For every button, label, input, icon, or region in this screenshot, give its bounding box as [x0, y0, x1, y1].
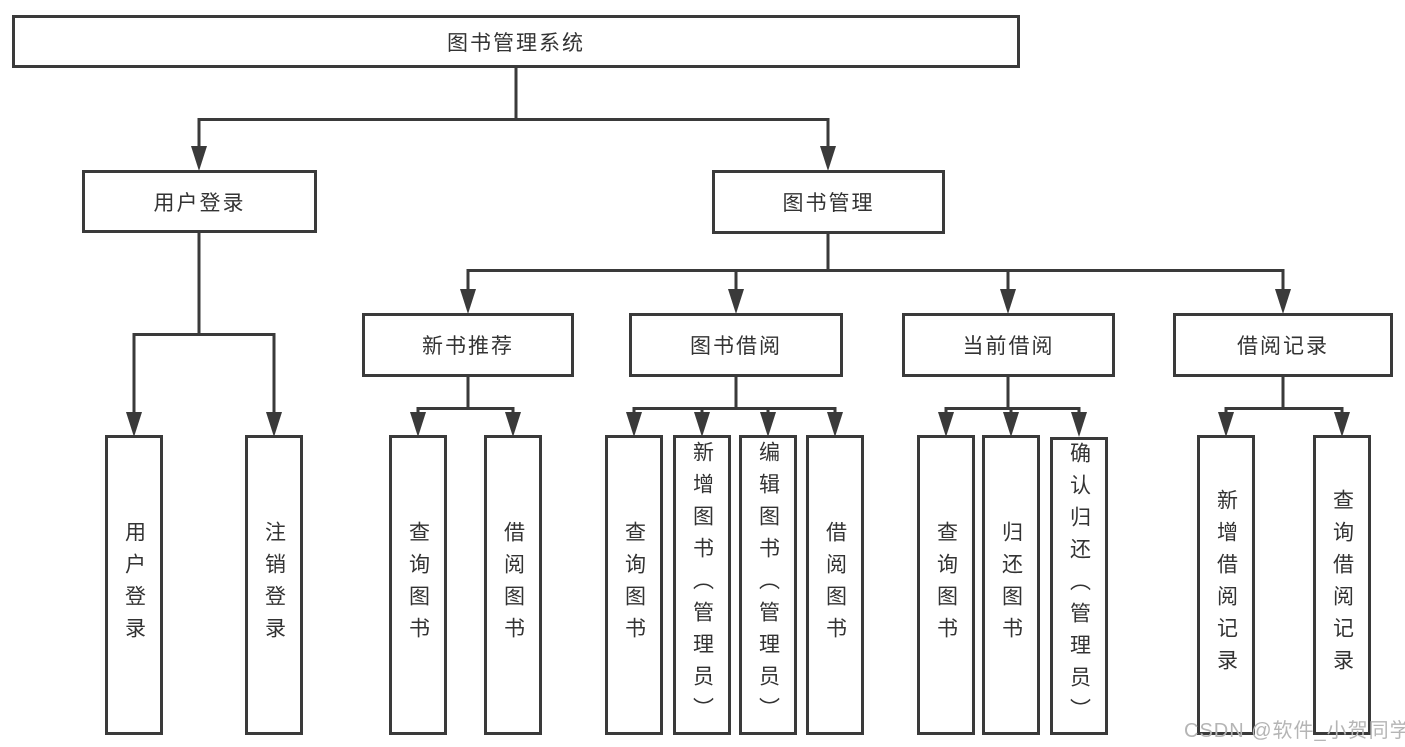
csdn-watermark: CSDN @软件_小贺同学 — [1184, 720, 1405, 742]
node-borrowing-records: 借阅记录 — [1173, 313, 1393, 377]
node-label: 查询图书 — [934, 521, 958, 649]
connector-book-mgmt-to-level3 — [460, 234, 1291, 314]
node-label: 确认归还（管理员） — [1067, 442, 1091, 730]
node-label: 查询图书 — [406, 521, 430, 649]
leaf-borrow-books: 借阅图书 — [806, 435, 864, 735]
node-label: 注销登录 — [262, 521, 286, 649]
node-user-login: 用户登录 — [82, 170, 317, 233]
node-label: 新增借阅记录 — [1214, 489, 1238, 681]
node-label: 图书管理系统 — [447, 31, 585, 55]
node-label: 借阅记录 — [1237, 335, 1329, 358]
leaf-query-books: 查询图书 — [605, 435, 663, 735]
connector-current-borrow-to-leaves — [938, 377, 1087, 437]
leaf-query-books: 查询图书 — [917, 435, 975, 735]
node-label: 用户登录 — [122, 521, 146, 649]
leaf-logout: 注销登录 — [245, 435, 303, 735]
node-label: 新增图书（管理员） — [690, 441, 714, 729]
node-label: 当前借阅 — [962, 335, 1055, 358]
connector-book-borrow-to-leaves — [626, 377, 843, 437]
leaf-add-borrow-record: 新增借阅记录 — [1197, 435, 1255, 735]
leaf-add-book-admin: 新增图书（管理员） — [673, 435, 731, 735]
node-label: 归还图书 — [999, 521, 1023, 649]
node-book-borrowing: 图书借阅 — [629, 313, 843, 377]
connector-root-to-level2 — [191, 68, 836, 171]
leaf-user-login: 用户登录 — [105, 435, 163, 735]
node-book-management: 图书管理 — [712, 170, 945, 234]
leaf-query-borrow-record: 查询借阅记录 — [1313, 435, 1371, 735]
node-label: 图书管理 — [782, 192, 875, 215]
node-label: 查询借阅记录 — [1330, 489, 1354, 681]
leaf-query-books: 查询图书 — [389, 435, 447, 735]
leaf-return-books: 归还图书 — [982, 435, 1040, 735]
node-new-book-recommendation: 新书推荐 — [362, 313, 574, 377]
node-library-management-system: 图书管理系统 — [12, 15, 1020, 68]
connector-user-login-to-leaves — [126, 233, 282, 437]
leaf-borrow-books: 借阅图书 — [484, 435, 542, 735]
node-label: 编辑图书（管理员） — [756, 441, 780, 729]
node-label: 图书借阅 — [690, 335, 782, 358]
node-current-borrowing: 当前借阅 — [902, 313, 1115, 377]
node-label: 查询图书 — [622, 521, 646, 649]
connector-new-book-to-leaves — [410, 377, 521, 437]
connector-borrow-records-to-leaves — [1218, 377, 1350, 437]
leaf-edit-book-admin: 编辑图书（管理员） — [739, 435, 797, 735]
node-label: 新书推荐 — [422, 335, 514, 358]
node-label: 用户登录 — [153, 191, 246, 215]
node-label: 借阅图书 — [501, 521, 525, 649]
node-label: 借阅图书 — [823, 521, 847, 649]
leaf-confirm-return-admin: 确认归还（管理员） — [1050, 437, 1108, 735]
